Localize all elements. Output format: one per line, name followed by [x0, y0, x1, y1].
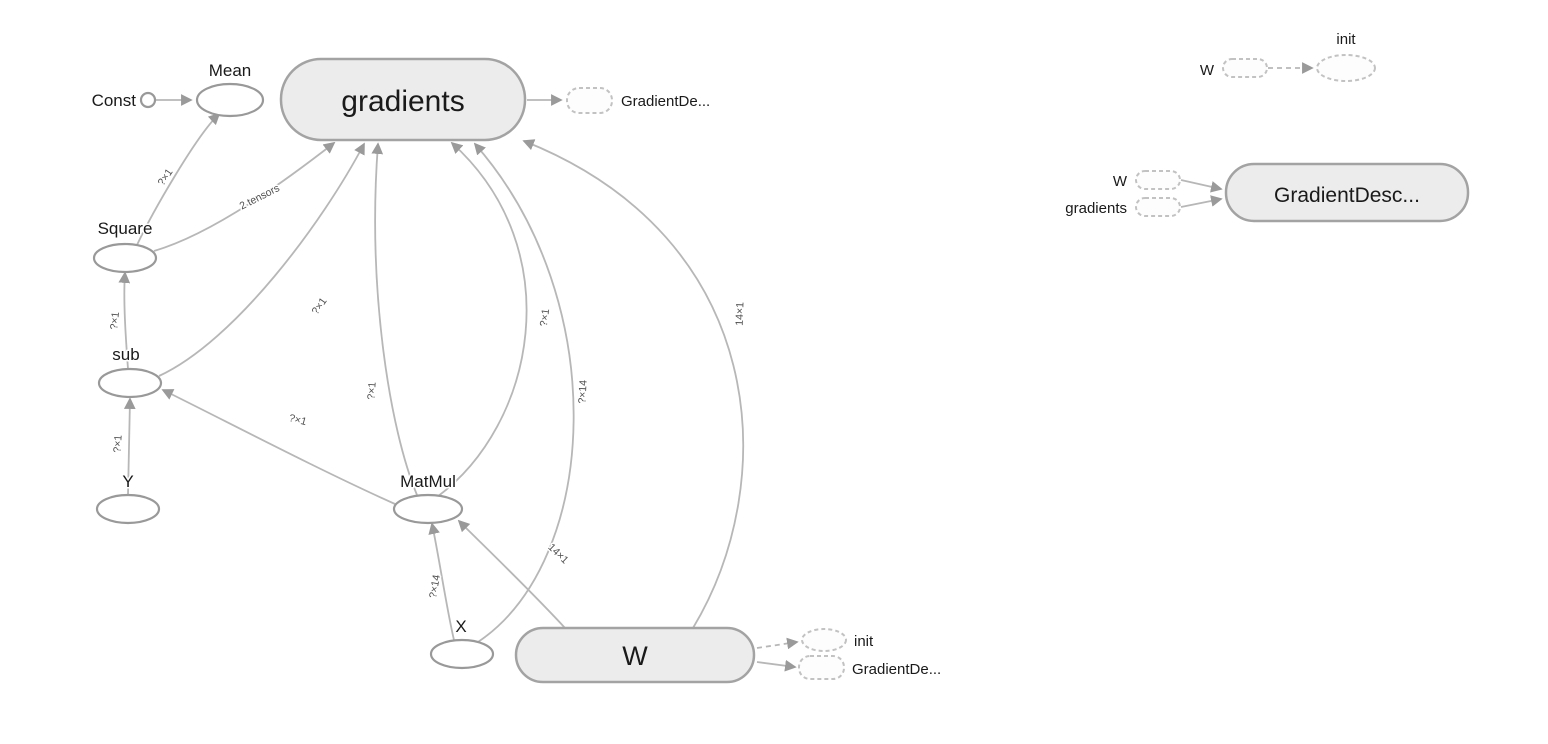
ref-node-label-aux-gd-gradients-input: gradients	[1065, 200, 1127, 217]
edge-label-sub-square: ?×1	[108, 311, 122, 330]
edge-sub-square	[118, 271, 131, 370]
ref-node-label-aux-init: init	[1336, 31, 1356, 48]
edge-label-w-matmul: 14×1	[545, 541, 570, 566]
op-node-label-sub: sub	[112, 345, 139, 364]
edge-y-sub	[123, 397, 136, 496]
const-node-shape-const[interactable]	[139, 91, 157, 109]
ref-node-aux-init-w-input[interactable]: W	[1198, 58, 1268, 81]
edge-label-square-gradients: 2 tensors	[238, 182, 282, 212]
namespace-node-label-gradients: gradients	[341, 85, 464, 118]
namespace-node-label-gradientdescent-aux: GradientDesc...	[1274, 184, 1420, 207]
namespace-node-shape-gradientdescent-aux[interactable]	[1224, 162, 1470, 223]
op-node-label-y: Y	[122, 472, 133, 491]
namespace-node-label-w: W	[622, 641, 648, 671]
op-node-label-mean: Mean	[209, 61, 252, 80]
ref-node-label-w-init-ref: init	[854, 633, 874, 650]
op-node-sub[interactable]: sub	[97, 344, 163, 399]
const-node-label-const: Const	[92, 91, 137, 110]
ref-node-shape-aux-gd-w-input[interactable]	[1135, 170, 1181, 190]
op-node-shape-x[interactable]	[429, 638, 495, 670]
ref-node-shape-aux-gd-gradients-input[interactable]	[1135, 197, 1181, 217]
edge-label-w-gradients: 14×1	[734, 302, 747, 326]
edge-label-x-matmul: ?×14	[427, 574, 443, 600]
ref-node-shape-aux-init[interactable]	[1316, 54, 1376, 82]
ref-node-shape-w-init-ref[interactable]	[801, 628, 847, 652]
ref-node-shape-gradients-gd-ref[interactable]	[566, 87, 613, 114]
namespace-node-w[interactable]: W	[514, 626, 756, 684]
edge-w-gdref	[756, 659, 797, 672]
edge-label-y-sub: ?×1	[111, 434, 124, 453]
ref-node-label-aux-gd-w-input: W	[1113, 173, 1128, 190]
labels-layer: ?×1 2 tensors ?×1 ?×1 ?×1 ?×1 ?×14 14×1 ?×1 ?×1 ?×…	[107, 165, 748, 601]
op-node-label-matmul: MatMul	[400, 472, 456, 491]
ref-node-aux-gd-w-input[interactable]: W	[1111, 170, 1181, 192]
op-node-label-square: Square	[98, 219, 153, 238]
edge-w-initref	[756, 637, 799, 650]
ref-node-w-gd-ref[interactable]: GradientDe...	[798, 655, 943, 680]
op-node-shape-mean[interactable]	[195, 82, 265, 118]
edge-label-matmul-sub: ?×1	[288, 412, 308, 428]
edge-matmul-gradients-1	[371, 142, 418, 496]
edge-sub-gradients	[158, 142, 365, 377]
op-node-x[interactable]: X	[429, 616, 495, 670]
namespace-node-shape-gradients[interactable]	[279, 57, 527, 142]
op-node-square[interactable]: Square	[92, 218, 158, 274]
namespace-node-gradientdescent-aux[interactable]: GradientDesc...	[1224, 162, 1470, 223]
edge-matmul-sub	[161, 389, 396, 505]
edges-layer	[118, 62, 1314, 672]
namespace-node-shape-w[interactable]	[514, 626, 756, 684]
const-node-const[interactable]: Const	[90, 90, 157, 112]
edge-label-sub-gradients: ?×1	[310, 295, 330, 317]
edge-aux-gradients-gd	[1180, 195, 1223, 208]
op-node-label-x: X	[455, 617, 466, 636]
op-node-shape-matmul[interactable]	[392, 493, 464, 525]
edge-matmul-gradients-2	[436, 141, 528, 498]
edge-label-x-gradients: ?×14	[576, 380, 589, 404]
edge-label-matmul-gradients-2: ?×1	[538, 308, 552, 327]
edge-w-gradients	[522, 139, 744, 629]
op-node-shape-square[interactable]	[92, 242, 158, 274]
edge-label-matmul-gradients-1: ?×1	[365, 381, 378, 400]
op-node-matmul[interactable]: MatMul	[392, 471, 464, 525]
op-node-mean[interactable]: Mean	[195, 60, 265, 118]
ref-node-gradients-gd-ref[interactable]: GradientDe...	[566, 87, 712, 114]
op-node-shape-sub[interactable]	[97, 367, 163, 399]
ref-node-label-aux-init-w-input: W	[1200, 62, 1215, 79]
ref-node-shape-aux-init-w-input[interactable]	[1222, 58, 1268, 78]
ref-node-shape-w-gd-ref[interactable]	[798, 655, 845, 680]
op-node-y[interactable]: Y	[95, 471, 161, 525]
edge-square-mean	[136, 112, 221, 246]
edge-aux-w-gd	[1180, 179, 1223, 193]
edge-label-square-mean: ?×1	[156, 166, 176, 188]
edge-x-gradients	[473, 142, 575, 643]
ref-node-label-w-gd-ref: GradientDe...	[852, 661, 941, 678]
ref-node-label-gradients-gd-ref: GradientDe...	[621, 93, 710, 110]
namespace-node-gradients[interactable]: gradients	[279, 57, 527, 142]
edge-x-matmul	[428, 522, 455, 641]
edge-w-matmul	[457, 519, 566, 629]
edge-square-gradients	[153, 141, 336, 252]
op-node-shape-y[interactable]	[95, 493, 161, 525]
ref-node-w-init-ref[interactable]: init	[801, 628, 876, 652]
ref-node-aux-gd-gradients-input[interactable]: gradients	[1064, 197, 1181, 219]
ref-node-aux-init[interactable]: init	[1316, 30, 1376, 82]
